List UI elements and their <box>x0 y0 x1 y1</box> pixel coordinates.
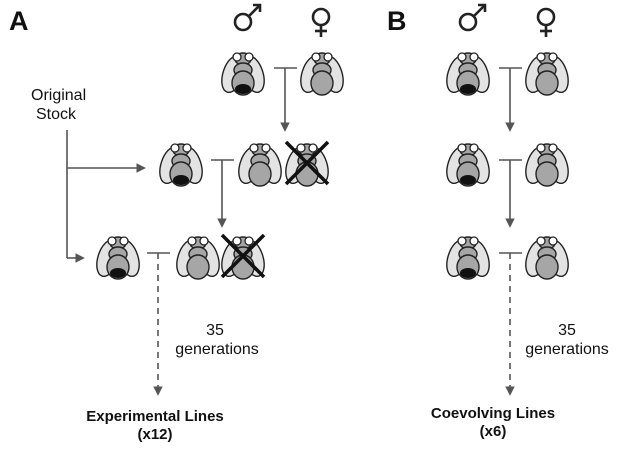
fly-icon <box>93 237 144 279</box>
fly-icon <box>295 52 349 96</box>
experimental-lines-label: Experimental Lines (x12) <box>86 408 224 443</box>
fly-icon <box>233 143 287 187</box>
generations-label-a: 35 generations <box>175 322 259 358</box>
fly-icon <box>443 237 494 279</box>
fly-icon <box>520 236 574 280</box>
panel-b-label: B <box>387 6 407 36</box>
fly-icon <box>156 144 207 186</box>
female-symbol-icon <box>536 7 556 37</box>
panel-a-label: A <box>9 6 29 36</box>
male-symbol-icon <box>458 3 487 32</box>
fly-icon <box>443 53 494 95</box>
fly-icon <box>171 236 225 280</box>
fly-icon <box>443 144 494 186</box>
original-stock-label: Original Stock <box>31 87 87 123</box>
female-symbol-icon <box>311 7 331 37</box>
male-symbol-icon <box>233 3 262 32</box>
fly-icon <box>520 52 574 96</box>
generations-label-b: 35 generations <box>525 322 609 358</box>
fly-icon <box>218 53 269 95</box>
coevolving-lines-label: Coevolving Lines (x6) <box>430 405 556 440</box>
fly-icon <box>520 143 574 187</box>
